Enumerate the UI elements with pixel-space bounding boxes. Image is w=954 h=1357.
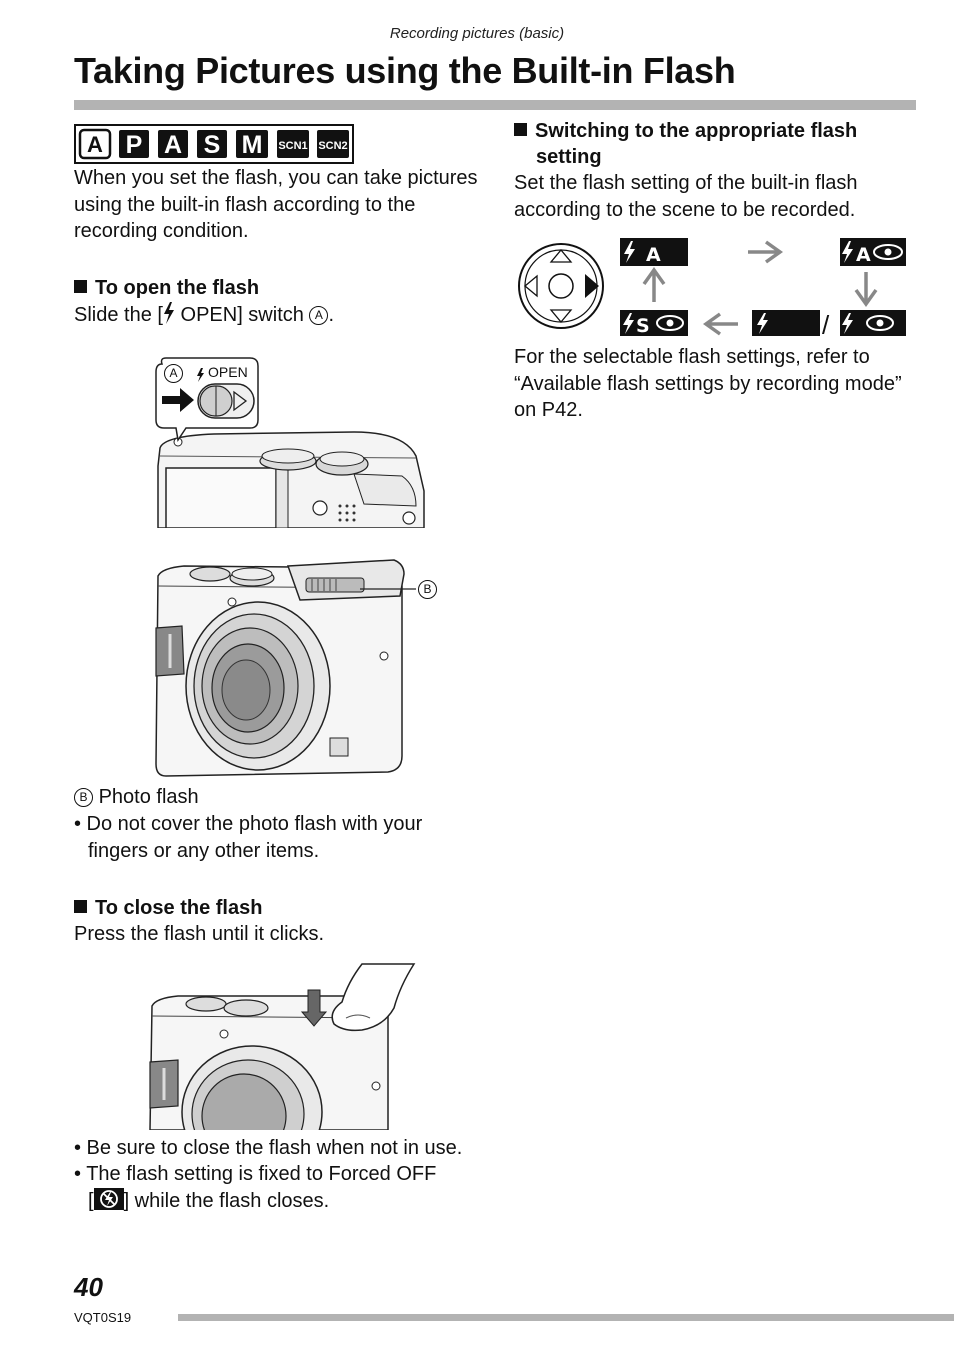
mode-label-m: M <box>242 131 263 159</box>
flash-forced-on-red-eye-icon <box>840 310 906 336</box>
mode-label-a1: A <box>87 132 103 157</box>
callout-b-marker: B <box>418 580 437 599</box>
mode-icons: A P A S M SCN1 SCN2 <box>74 124 354 164</box>
marker-a: A <box>309 306 329 325</box>
cover-flash-note: • Do not cover the photo flash with your… <box>74 813 423 862</box>
square-bullet-icon <box>74 900 87 913</box>
refer-text: For the selectable flash settings, refer… <box>514 346 902 421</box>
flash-auto-label: A <box>646 244 661 266</box>
cursor-pad-icon <box>518 243 604 329</box>
mode-aperture-icon: A <box>158 130 188 159</box>
open-flash-heading: To open the flash <box>74 275 259 301</box>
square-bullet-icon <box>514 123 527 136</box>
switching-heading: Switching to the appropriate flash setti… <box>514 118 926 170</box>
marker-b: B <box>74 788 93 807</box>
flash-slow-sync-red-eye-icon: S <box>620 310 688 337</box>
title-divider <box>74 100 916 110</box>
flash-cycle-diagram: A A S / <box>514 236 914 340</box>
mode-intelligent-auto-icon: A <box>78 128 112 160</box>
section-header: Recording pictures (basic) <box>389 25 565 42</box>
mode-label-scn1: SCN1 <box>278 140 307 152</box>
flash-auto-red-eye-label: A <box>856 244 871 266</box>
mode-scn1-icon: SCN1 <box>277 130 309 158</box>
photo-flash-illustration: B <box>154 556 444 778</box>
switching-text: Set the flash setting of the built-in fl… <box>514 172 858 221</box>
flash-auto-icon: A <box>620 238 688 266</box>
page-title: Taking Pictures using the Built-in Flash <box>74 50 736 91</box>
mode-label-s: S <box>204 131 221 159</box>
flash-bolt-icon <box>163 302 174 324</box>
forced-off-flash-icon <box>93 1187 124 1210</box>
callout-a-marker: A <box>164 364 183 383</box>
mode-program-icon: P <box>119 130 149 159</box>
slash-separator: / <box>822 310 830 336</box>
flash-forced-on-icon <box>752 310 820 336</box>
page-number: 40 <box>74 1272 103 1302</box>
close-flash-heading: To close the flash <box>74 895 262 921</box>
close-flash-illustration <box>148 962 418 1179</box>
square-bullet-icon <box>74 280 87 293</box>
photo-flash-label: B Photo flash <box>74 784 199 811</box>
mode-label-a2: A <box>164 131 182 159</box>
flash-slow-sync-label: S <box>636 315 650 336</box>
model-code: VQT0S19 <box>74 1310 132 1325</box>
open-switch-label: OPEN <box>208 364 248 380</box>
intro-text: When you set the flash, you can take pic… <box>74 167 478 242</box>
close-flash-instruction: Press the flash until it clicks. <box>74 923 325 945</box>
flash-auto-red-eye-icon: A <box>840 238 906 266</box>
mode-label-p: P <box>126 131 143 159</box>
mode-scn2-icon: SCN2 <box>317 130 349 158</box>
flash-switch-illustration: A OPEN <box>154 356 426 529</box>
mode-label-scn2: SCN2 <box>318 140 347 152</box>
forced-off-note: • The flash setting is fixed to Forced O… <box>74 1163 437 1212</box>
close-when-not-in-use-note: • Be sure to close the flash when not in… <box>74 1137 463 1159</box>
mode-manual-icon: M <box>236 130 268 159</box>
footer-divider <box>178 1314 954 1321</box>
open-flash-instruction: Slide the [ OPEN] switch A. <box>74 302 334 326</box>
mode-shutter-icon: S <box>197 130 227 159</box>
